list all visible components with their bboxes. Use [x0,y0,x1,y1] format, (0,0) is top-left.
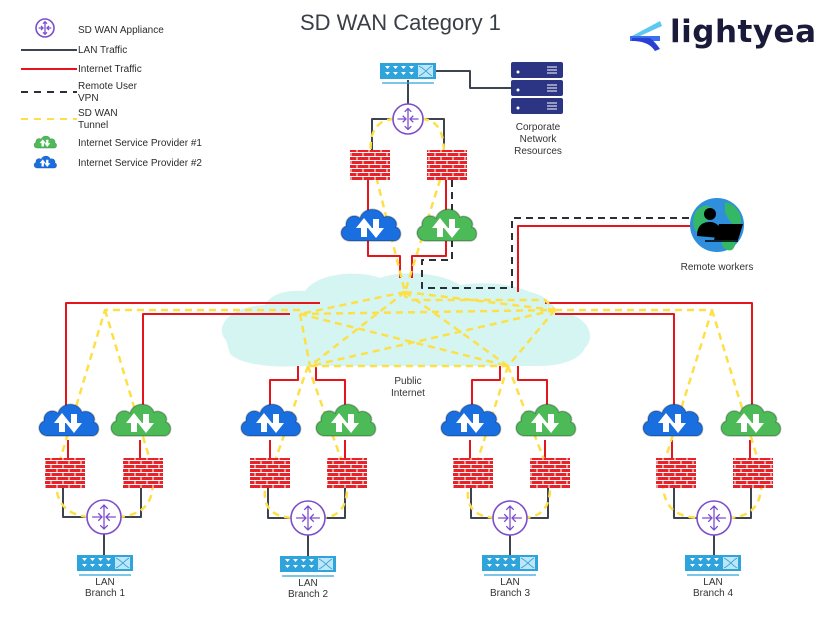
branch4-firewall-2-icon [733,458,773,488]
remote-worker-internet-line [517,225,696,292]
legend-isp2-cloud-icon [33,155,57,169]
hq-isp1-to-internet-line [411,240,447,278]
branch1-isp2-internet-line [65,302,320,420]
branch4-label: LAN [703,577,722,588]
branch4-isp2-internet-line [555,313,675,415]
branch2-isp2-cloud-icon [240,403,302,437]
branch2-fw1-to-appliance-lan-line [267,488,293,519]
hq-tunnel-isp1 [403,117,446,293]
branch2-tunnel-isp1 [306,365,349,520]
legend-label-lan-traffic: LAN Traffic [78,45,127,56]
branch2-firewall-2-icon [327,458,367,488]
legend-label-isp2: Internet Service Provider #2 [78,158,202,169]
remote-workers-label: Remote workers [681,262,754,273]
hq-firewall-2-icon [427,150,467,180]
hq-appliance-to-fw2-lan-line [422,118,445,150]
legend-label-remote-user-vpn: Remote User [78,81,138,92]
branch1-sd-wan-appliance-icon [86,499,122,535]
branch3-label: LAN [500,577,519,588]
branch3-label: Branch 3 [490,588,530,599]
hq-firewall-1-icon [350,150,390,180]
branch3-sd-wan-appliance-icon [492,500,528,536]
branch3-fw1-to-appliance-lan-line [470,488,495,519]
legend-sd-wan-appliance-icon [35,18,55,38]
branch2-fw2-to-appliance-lan-line [323,488,346,519]
branch2-label: LAN [298,578,317,589]
branch4-isp1-cloud-icon [720,403,782,437]
hq-lan-switch-icon [380,63,436,84]
hq-sd-wan-appliance-icon [392,103,424,135]
branch4-lan-switch-icon [685,555,741,576]
lightyear-logo-text: lightyear [670,14,818,50]
corporate-resources-label: Resources [514,146,562,157]
hq-appliance-to-fw1-lan-line [371,118,394,150]
branch3-fw2-to-appliance-lan-line [525,488,549,519]
branch3-isp2-cloud-icon [440,403,502,437]
diagram-title: SD WAN Category 1 [300,10,501,35]
legend-label-sd-wan-appliance: SD WAN Appliance [78,25,164,36]
branch3-firewall-2-icon [530,458,570,488]
branch4-isp1-internet-line [545,302,753,415]
legend-isp1-cloud-icon [33,135,57,149]
branch3-tunnel-isp1 [506,365,552,520]
public-internet-cloud [221,273,591,367]
branch4-isp2-cloud-icon [642,403,704,437]
corporate-resources-label: Network [520,134,558,145]
branch1-firewall-1-icon [45,458,85,488]
public-internet-label: Internet [391,388,425,399]
hq-isp1-cloud-icon [416,208,478,242]
corporate-resources-label: Corporate [516,122,561,133]
branch2-isp2-internet-line [269,366,299,415]
legend-label-sd-wan-tunnel: SD WAN [78,108,118,119]
legend-label-remote-user-vpn: VPN [78,93,99,104]
branch2-isp1-cloud-icon [315,403,377,437]
branch1-firewall-2-icon [123,458,163,488]
branch2-lan-switch-icon [280,556,336,577]
hq-isp2-to-internet-line [367,240,401,278]
branch3-tunnel-isp2 [466,365,510,520]
hq-switch-to-servers-lan-line [435,70,512,89]
branch4-firewall-1-icon [656,458,696,488]
corporate-servers-icon [511,62,563,114]
branch1-lan-switch-icon [77,555,133,576]
branch1-label: Branch 1 [85,588,125,599]
branch3-isp2-internet-line [471,366,501,415]
branch3-firewall-1-icon [453,458,493,488]
branch4-sd-wan-appliance-icon [696,500,732,536]
branch1-fw2-to-appliance-lan-line [119,488,142,518]
branch1-label: LAN [95,577,114,588]
legend-label-sd-wan-tunnel: Tunnel [78,120,108,131]
remote-worker-globe-icon [690,198,744,252]
branch2-label: Branch 2 [288,589,328,600]
remote-user-vpn-line [421,180,696,289]
internet-tunnel-mesh [298,290,556,368]
branch1-fw1-to-appliance-lan-line [62,488,89,518]
branch2-tunnel-isp2 [263,365,310,520]
branch4-label: Branch 4 [693,588,733,599]
branch3-isp1-cloud-icon [515,403,577,437]
public-internet-label: Public [394,376,421,387]
branch1-isp1-cloud-icon [110,403,172,437]
legend-label-isp1: Internet Service Provider #1 [78,138,202,149]
branch2-sd-wan-appliance-icon [290,500,326,536]
branch1-isp2-cloud-icon [38,403,100,437]
legend-label-internet-traffic: Internet Traffic [78,64,142,75]
lightyear-chevron-icon [630,21,662,51]
branch4-fw2-to-appliance-lan-line [729,488,752,519]
branch3-isp1-internet-line [517,366,548,415]
branch2-isp1-internet-line [315,366,346,415]
hq-isp2-cloud-icon [340,208,402,242]
branch1-isp1-internet-line [142,313,290,420]
branch3-lan-switch-icon [482,555,538,576]
branch2-firewall-1-icon [250,458,290,488]
